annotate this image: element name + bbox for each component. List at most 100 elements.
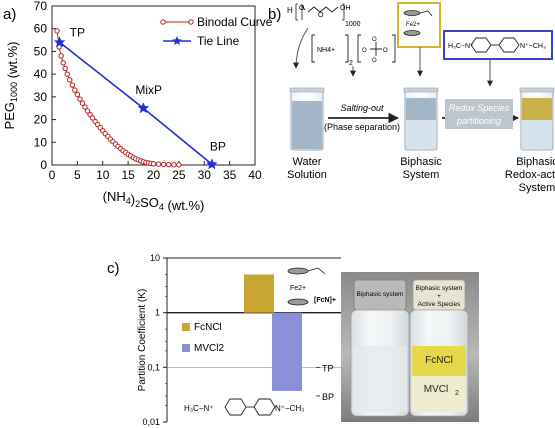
bar-mvcl2: [272, 312, 302, 391]
svg-text:N⁺−CH₃: N⁺−CH₃: [275, 404, 304, 413]
panel-a-y-tick-label: 30: [34, 90, 48, 104]
binodal-point: [74, 91, 81, 98]
svg-text:O: O: [362, 48, 367, 54]
ferrocenium-structure-icon: [287, 267, 326, 306]
panel-a-y-tick-label: 20: [34, 113, 48, 127]
svg-text:O: O: [372, 37, 377, 43]
panel-c-y-tick-label: 0,1: [147, 362, 160, 372]
vial2-label-line2: System: [403, 169, 440, 181]
binodal-point: [67, 77, 73, 83]
photograph-vials: [341, 272, 479, 422]
panel-c-y-tick-label: 1: [155, 308, 160, 318]
panel-a-y-tick-label: 70: [34, 0, 48, 13]
photo-layer-top-label: FcNCl: [425, 355, 453, 366]
ammonium-sulfate-icon: [311, 34, 396, 63]
viologen-structure-icon: [224, 398, 276, 416]
nh4-subscript: 2: [349, 60, 353, 67]
panel-a-x-tick-label: 10: [96, 168, 110, 182]
panel-a-y-tick-label: 0: [40, 158, 47, 172]
binodal-point: [72, 87, 78, 93]
tie-line-point: [53, 36, 66, 48]
panel-a-y-axis-label: PEG1000 (wt.%): [2, 42, 20, 130]
nh4-label: NH4+: [317, 47, 335, 54]
panel-a-letter: a): [3, 6, 16, 23]
panel-c-letter: c): [107, 260, 120, 277]
tie-line-point-label: BP: [210, 139, 226, 153]
peg-arrow: [293, 27, 309, 69]
panel-b-letter: b): [268, 6, 281, 23]
peg-subscript: 1000: [345, 21, 361, 28]
svg-text:H₃C−N⁺: H₃C−N⁺: [184, 404, 213, 413]
panel-a-y-tick-label: 10: [34, 135, 48, 149]
panel-c-tick-labels: 0,01 0,1 1 10: [142, 253, 167, 427]
binodal-point: [54, 28, 60, 34]
phase-separation-label: (Phase separation): [324, 122, 400, 132]
panel-a-y-tick-label: 50: [34, 44, 48, 58]
legend-mvcl2-swatch: [182, 344, 190, 352]
photo-right-label-1: Biphasic system: [416, 285, 463, 292]
svg-text:H₃C−N⁺: H₃C−N⁺: [448, 43, 474, 50]
vial2-label-line1: Biphasic: [400, 156, 442, 168]
binodal-point: [58, 53, 64, 59]
fe-label: Fe2+: [406, 22, 420, 28]
panel-a-y-tick-label: 60: [34, 22, 48, 36]
binodal-point: [166, 161, 172, 168]
panel-a-x-tick-label: 35: [223, 168, 237, 182]
svg-text:O: O: [318, 12, 324, 19]
binodal-point: [69, 82, 76, 88]
binodal-point: [155, 161, 162, 167]
binodal-point: [89, 115, 96, 121]
svg-text:N⁺−CH₃: N⁺−CH₃: [520, 43, 546, 50]
binodal-point: [160, 161, 167, 168]
svg-text:H: H: [287, 6, 293, 15]
legend-tieline-marker: [172, 36, 182, 45]
panel-a-x-tick-label: 25: [172, 168, 186, 182]
photo-left-label: Biphasic system: [357, 291, 404, 298]
photo-layer-bottom-sub: 2: [455, 390, 459, 397]
legend-tieline-label: Tie Line: [197, 34, 240, 48]
legend-binodal-marker: [160, 19, 166, 25]
tie-line-point-label: TP: [70, 25, 85, 39]
panel-a-x-tick-label: 40: [248, 168, 262, 182]
vial1-label-line2: Solution: [287, 169, 327, 181]
legend-binodal-marker: [188, 19, 194, 25]
panel-c-bars: [244, 274, 302, 391]
redox-label-line1: Redox Species: [449, 103, 510, 113]
legend-mvcl2-label: MVCl2: [194, 343, 224, 354]
panel-a-x-axis-label: (NH4)2SO4 (wt.%): [103, 189, 205, 213]
panel-c-y-tick-label: 10: [150, 253, 160, 263]
vial3-label-line1: Biphasic: [516, 156, 555, 168]
panel-c-y-tick-label: 0,01: [142, 417, 160, 427]
binodal-point: [62, 65, 68, 72]
tie-line-series: TP MixP BP: [53, 25, 226, 170]
peg-structure-icon: [295, 3, 345, 21]
viologen-icon: [470, 37, 520, 53]
redox-label-line2: partitioning: [456, 116, 501, 126]
panel-a-x-tick-label: 20: [147, 168, 161, 182]
fc-fe-label: Fe2+: [290, 285, 306, 292]
binodal-point: [79, 100, 86, 106]
salting-out-label: Salting-out: [340, 103, 384, 113]
panel-b-scheme: b) H O O OH 1000 NH4+ 2 O O O O: [268, 2, 555, 194]
vial3-label-line3: System: [519, 182, 555, 194]
panel-a-x-tick-label: 5: [74, 168, 81, 182]
binodal-point: [64, 71, 70, 77]
panel-a-y-tick-label: 40: [34, 67, 48, 81]
annotation-bp: BP: [322, 392, 334, 402]
svg-text:OH: OH: [340, 5, 351, 12]
binodal-curve-series: [54, 28, 182, 168]
legend-fcncl-label: FcNCl: [194, 322, 222, 333]
svg-text:O: O: [372, 58, 377, 64]
legend-binodal-label: Binodal Curve: [197, 15, 273, 29]
binodal-point: [150, 161, 157, 167]
panel-a-x-tick-label: 15: [121, 168, 135, 182]
ferrocene-box: [397, 2, 441, 48]
panel-c-y-axis-label: Partition Coefficient (K): [137, 289, 148, 392]
tie-line-point-label: MixP: [135, 83, 162, 97]
